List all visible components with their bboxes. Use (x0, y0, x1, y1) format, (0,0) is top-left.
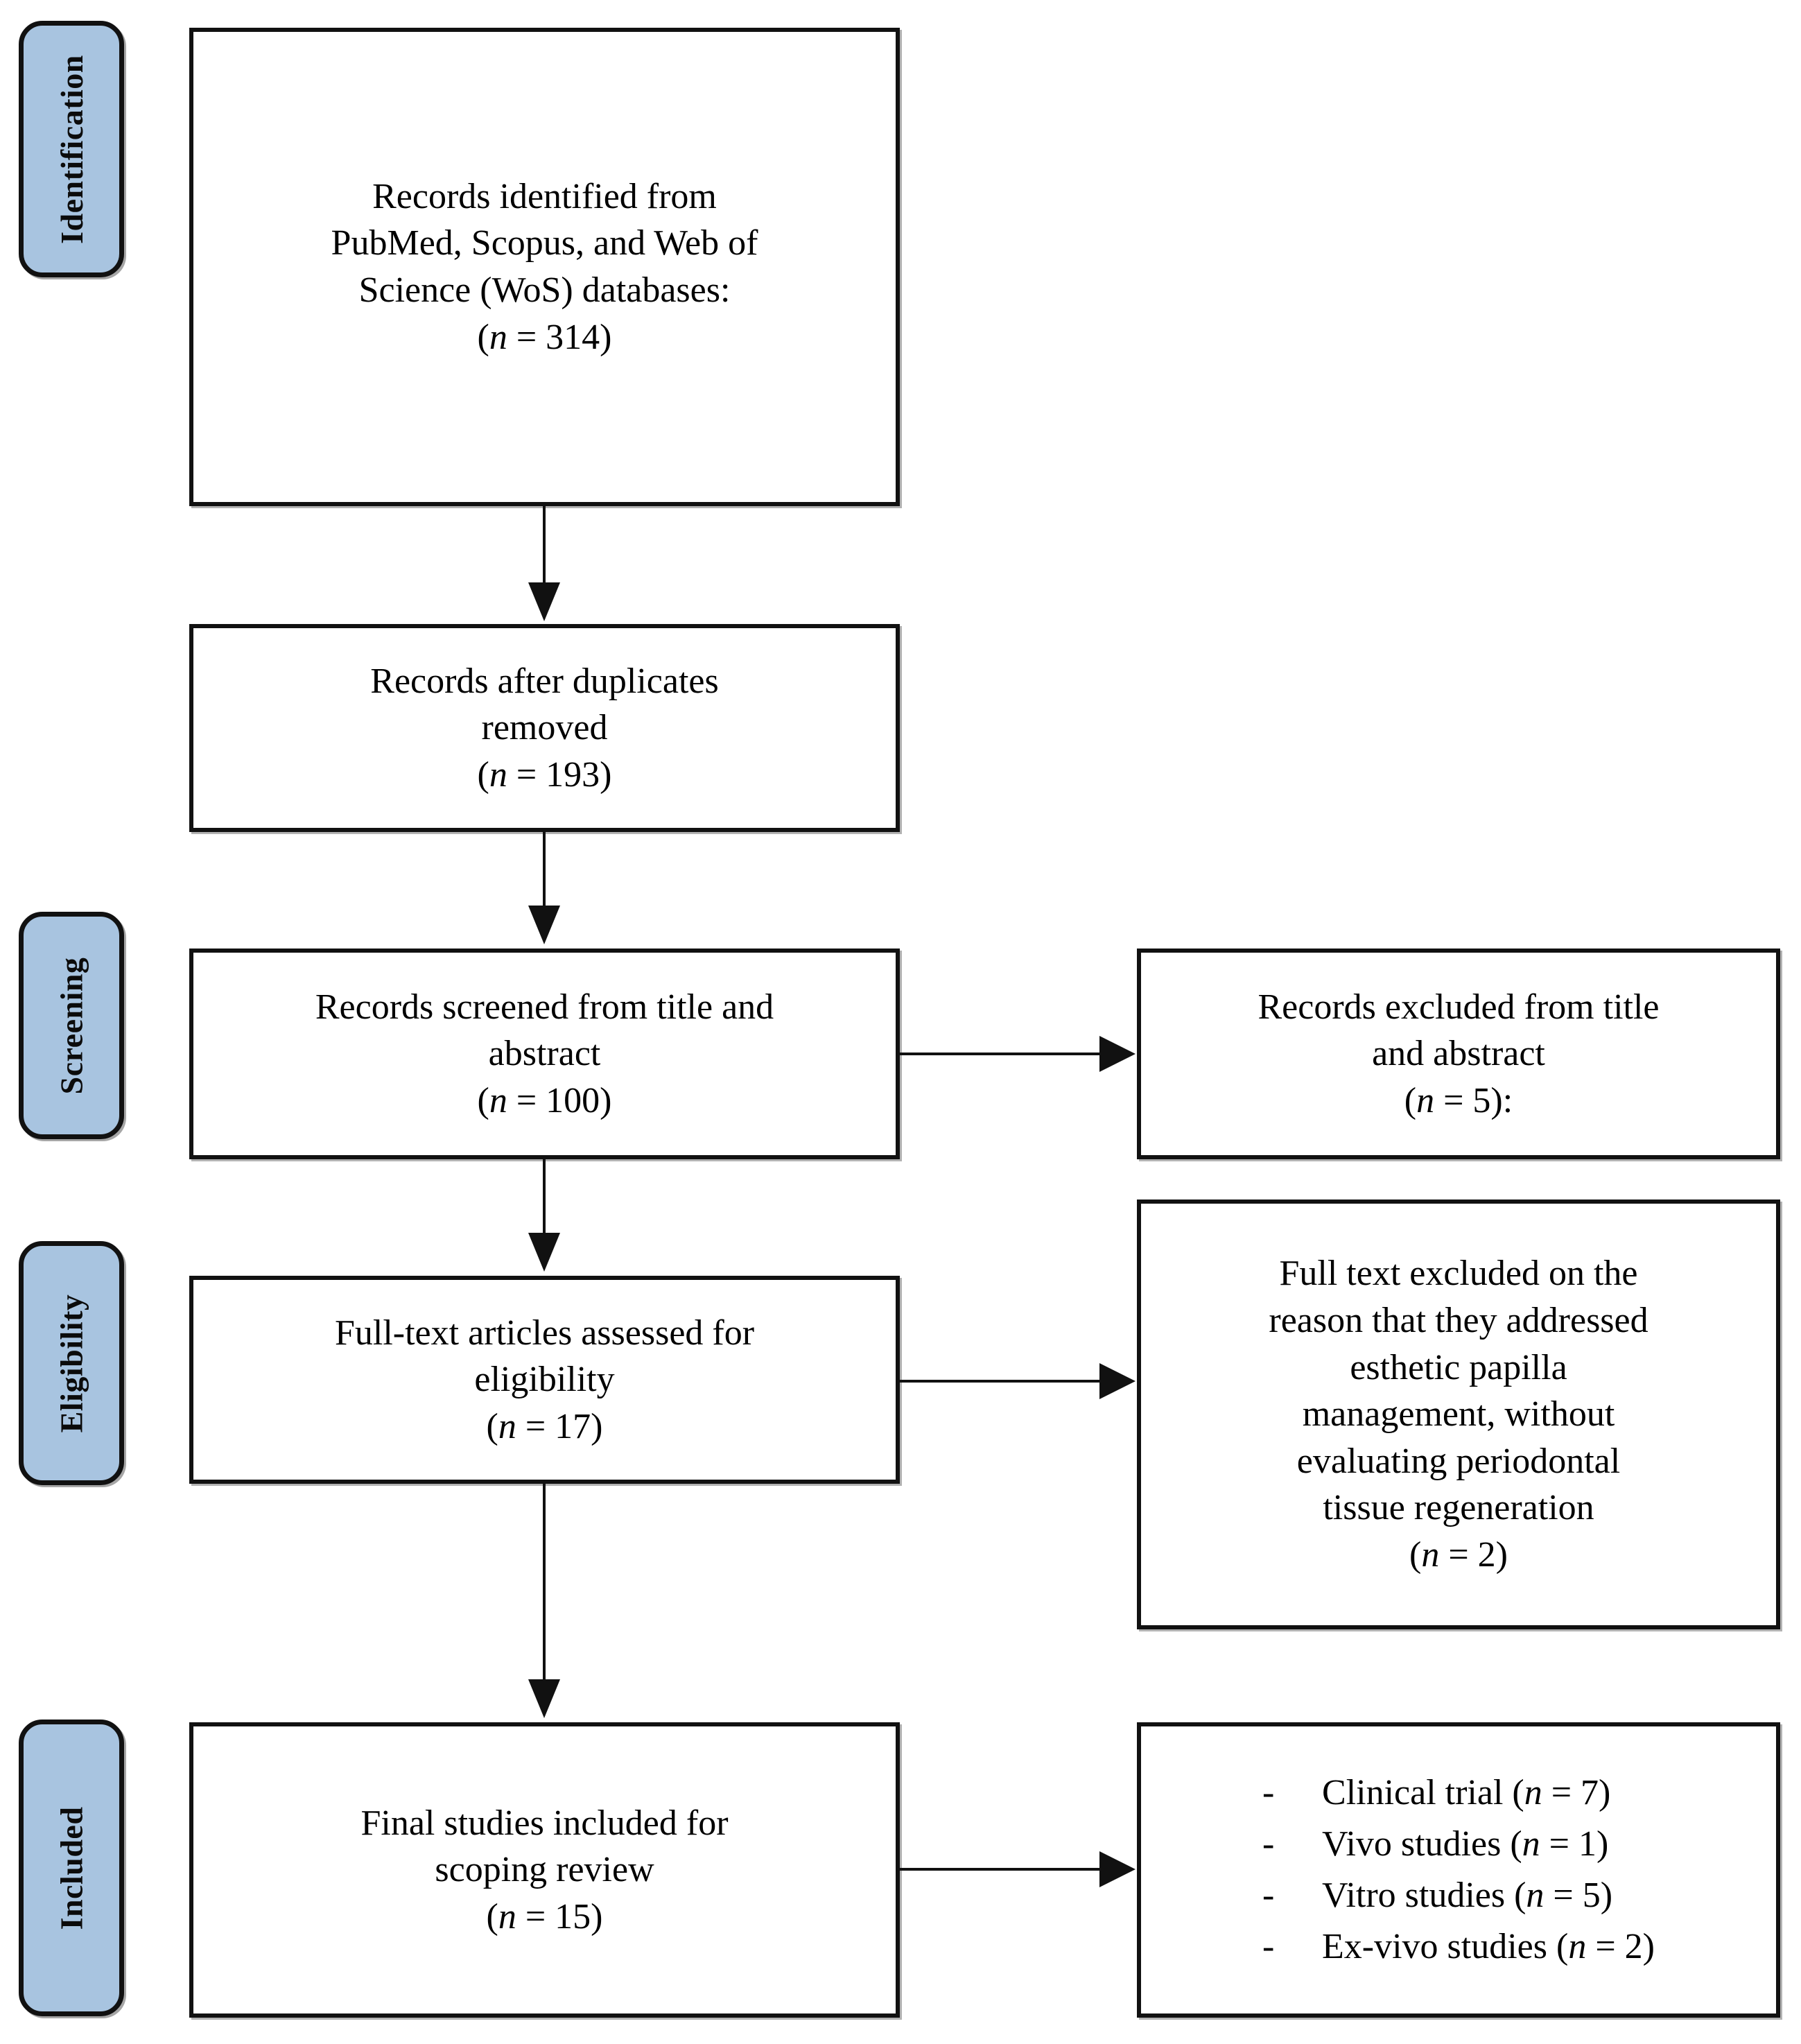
records-screened-count: (n = 100) (477, 1080, 612, 1120)
list-item: - Vivo studies (n = 1) (1262, 1819, 1655, 1870)
box-records-identified-text: Records identified from PubMed, Scopus, … (313, 173, 776, 361)
connector-line-screened-to-fulltext (543, 1159, 546, 1236)
fulltext-excluded-line2: reason that they addressed (1269, 1301, 1648, 1341)
connector-line-fulltext-to-excluded (900, 1380, 1101, 1383)
box-final-studies-included: Final studies included for scoping revie… (189, 1722, 900, 2018)
after-duplicates-line1: Records after duplicates (370, 661, 719, 701)
fulltext-excluded-line1: Full text excluded on the (1279, 1254, 1638, 1294)
excluded-ta-line2: and abstract (1372, 1034, 1545, 1074)
box-records-identified: Records identified from PubMed, Scopus, … (189, 28, 900, 506)
stage-label-identification: Identification (53, 54, 89, 244)
connector-arrow-screened-to-excluded (1099, 1036, 1136, 1072)
connector-line-duplicates-to-screened (543, 832, 546, 908)
fulltext-excluded-count: (n = 2) (1409, 1534, 1508, 1575)
connector-arrow-fulltext-to-excluded (1099, 1363, 1136, 1399)
box-records-after-duplicates-text: Records after duplicates removed (n = 19… (352, 658, 736, 799)
records-identified-line3: Science (WoS) databases: (358, 270, 731, 310)
study-type-list: - Clinical trial (n = 7) - Vivo studies … (1248, 1767, 1669, 1972)
connector-arrow-identified-to-duplicates (528, 582, 560, 621)
stage-tab-screening: Screening (19, 912, 124, 1139)
box-records-excluded-text: Records excluded from title and abstract… (1239, 984, 1677, 1125)
stage-tab-eligibility: Eligibility (19, 1241, 124, 1485)
bullet-dash-icon: - (1262, 1773, 1275, 1813)
connector-line-identified-to-duplicates (543, 506, 546, 587)
box-records-screened: Records screened from title and abstract… (189, 949, 900, 1159)
study-type-vivo-studies: Vivo studies (n = 1) (1322, 1824, 1609, 1864)
after-duplicates-count: (n = 193) (477, 754, 612, 795)
fulltext-excluded-line5: evaluating periodontal (1296, 1441, 1621, 1481)
connector-arrow-duplicates-to-screened (528, 906, 560, 944)
fulltext-excluded-line6: tissue regeneration (1323, 1488, 1594, 1528)
box-records-after-duplicates: Records after duplicates removed (n = 19… (189, 624, 900, 832)
fulltext-excluded-line4: management, without (1302, 1394, 1615, 1435)
bullet-dash-icon: - (1262, 1926, 1275, 1966)
connector-line-screened-to-excluded (900, 1053, 1101, 1055)
fulltext-assessed-count: (n = 17) (486, 1406, 603, 1446)
study-type-clinical-trial: Clinical trial (n = 7) (1322, 1773, 1611, 1813)
box-final-studies-included-text: Final studies included for scoping revie… (342, 1800, 746, 1941)
box-fulltext-assessed-text: Full-text articles assessed for eligibil… (317, 1310, 772, 1450)
box-fulltext-excluded-text: Full text excluded on the reason that th… (1251, 1250, 1666, 1578)
records-identified-count: (n = 314) (477, 317, 612, 357)
bullet-dash-icon: - (1262, 1876, 1275, 1915)
after-duplicates-line2: removed (481, 708, 608, 748)
final-included-line1: Final studies included for (360, 1803, 729, 1843)
fulltext-assessed-line2: eligibility (474, 1360, 615, 1400)
connector-arrow-fulltext-to-included (528, 1679, 560, 1718)
list-item: - Ex-vivo studies (n = 2) (1262, 1921, 1655, 1973)
final-included-line2: scoping review (435, 1850, 654, 1890)
study-type-vitro-studies: Vitro studies (n = 5) (1322, 1876, 1613, 1915)
stage-label-screening: Screening (53, 957, 89, 1094)
box-fulltext-excluded-reasons: Full text excluded on the reason that th… (1137, 1199, 1780, 1629)
connector-arrow-screened-to-fulltext (528, 1233, 560, 1272)
fulltext-excluded-line3: esthetic papilla (1350, 1347, 1567, 1387)
list-item: - Clinical trial (n = 7) (1262, 1767, 1655, 1819)
stage-label-eligibility: Eligibility (53, 1294, 89, 1432)
study-type-ex-vivo-studies: Ex-vivo studies (n = 2) (1322, 1926, 1655, 1966)
list-item: - Vitro studies (n = 5) (1262, 1870, 1655, 1921)
excluded-ta-line1: Records excluded from title (1258, 987, 1660, 1027)
records-screened-line1: Records screened from title and (315, 987, 774, 1027)
records-identified-line1: Records identified from (372, 176, 717, 216)
final-included-count: (n = 15) (486, 1896, 603, 1937)
stage-tab-identification: Identification (19, 21, 124, 277)
fulltext-assessed-line1: Full-text articles assessed for (334, 1313, 755, 1353)
connector-line-included-to-study-types (900, 1868, 1101, 1871)
box-records-excluded-title-abstract: Records excluded from title and abstract… (1137, 949, 1780, 1159)
box-fulltext-assessed: Full-text articles assessed for eligibil… (189, 1276, 900, 1484)
stage-label-included: Included (53, 1806, 89, 1930)
connector-line-fulltext-to-included (543, 1484, 546, 1682)
records-identified-line2: PubMed, Scopus, and Web of (331, 223, 758, 263)
connector-arrow-included-to-study-types (1099, 1851, 1136, 1887)
records-screened-line2: abstract (488, 1034, 601, 1074)
stage-tab-included: Included (19, 1720, 124, 2016)
bullet-dash-icon: - (1262, 1824, 1275, 1864)
box-study-type-breakdown: - Clinical trial (n = 7) - Vivo studies … (1137, 1722, 1780, 2018)
box-records-screened-text: Records screened from title and abstract… (297, 984, 792, 1125)
excluded-ta-count: (n = 5): (1404, 1080, 1513, 1120)
